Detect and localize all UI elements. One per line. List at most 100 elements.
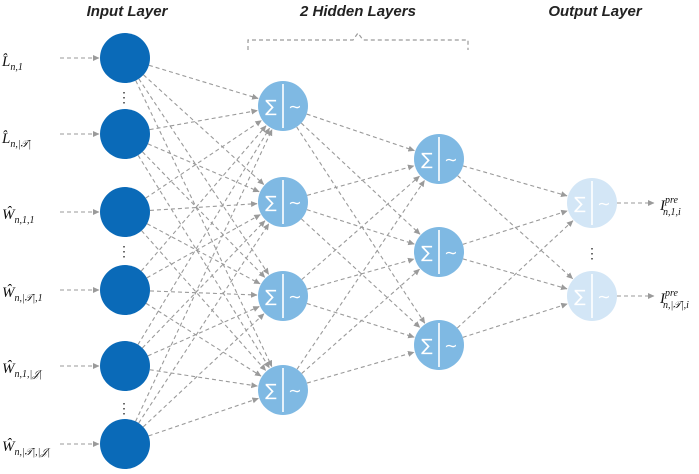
input-node-5	[100, 341, 150, 391]
edge-21	[135, 129, 273, 422]
edge-3	[138, 78, 270, 275]
edge-2	[143, 74, 265, 185]
edge-35	[301, 268, 420, 374]
input-node-6	[100, 419, 150, 469]
edge-19	[147, 306, 260, 357]
input-node-1-circle	[100, 33, 150, 83]
edge-18	[141, 220, 266, 349]
input-node-4-circle	[100, 265, 150, 315]
edge-6	[147, 143, 260, 193]
input-node-2	[100, 109, 150, 159]
input-label-4: Ŵn,|𝒯|,1	[2, 284, 43, 304]
edge-8	[137, 154, 270, 369]
edge-30	[301, 218, 421, 328]
edge-7	[142, 151, 266, 278]
edge-37	[462, 165, 568, 198]
output-node-2-sum-symbol: ∑	[574, 287, 586, 307]
hidden2-node-2: ∑∼	[414, 227, 464, 277]
edge-36	[306, 350, 415, 384]
edge-14	[146, 214, 261, 279]
edge-32	[306, 257, 415, 290]
input-ellipsis-2: ⋮	[117, 244, 131, 260]
hidden2-node-1: ∑∼	[414, 134, 464, 184]
edge-5	[149, 108, 258, 131]
output-node-1-sum-symbol: ∑	[574, 194, 586, 214]
edge-16	[145, 302, 262, 377]
hidden2-node-1-activation-symbol: ∼	[444, 150, 457, 169]
connection-edges	[60, 55, 655, 447]
output-node-2-activation-symbol: ∼	[597, 287, 610, 306]
hidden1-node-1-sum-symbol: ∑	[265, 97, 277, 117]
edge-24	[148, 397, 259, 437]
edge-12	[141, 230, 267, 371]
hidden-layers-brace	[247, 31, 469, 50]
hidden1-node-4: ∑∼	[258, 365, 308, 415]
input-node-5-circle	[100, 341, 150, 391]
edge-13	[140, 125, 267, 272]
hidden1-node-3-activation-symbol: ∼	[288, 287, 301, 306]
edge-41	[456, 220, 574, 329]
edge-1	[148, 64, 259, 100]
edge-4	[135, 80, 273, 367]
output-node-2: ∑∼	[567, 271, 617, 321]
edge-29	[306, 209, 415, 246]
hidden2-node-2-sum-symbol: ∑	[421, 243, 433, 263]
hidden2-node-3-activation-symbol: ∼	[444, 336, 457, 355]
edge-20	[149, 369, 258, 389]
hidden1-node-4-activation-symbol: ∼	[288, 381, 301, 400]
hidden1-node-3-sum-symbol: ∑	[265, 287, 277, 307]
input-node-2-circle	[100, 109, 150, 159]
hidden1-node-1-activation-symbol: ∼	[288, 97, 301, 116]
hidden1-node-3: ∑∼	[258, 271, 308, 321]
input-layer-title: Input Layer	[87, 3, 169, 20]
input-label-3: Ŵn,1,1	[2, 206, 35, 226]
output-ellipsis: ⋮	[585, 246, 599, 262]
input-label-6: Ŵn,|𝒯|,|𝒥|	[2, 438, 51, 458]
hidden2-node-1-sum-symbol: ∑	[421, 150, 433, 170]
hidden-layers-title: 2 Hidden Layers	[299, 3, 416, 20]
hidden2-node-2-activation-symbol: ∼	[444, 243, 457, 262]
hidden1-node-1: ∑∼	[258, 81, 308, 131]
edge-23	[142, 313, 265, 428]
input-node-1	[100, 33, 150, 83]
edge-25	[306, 113, 415, 152]
input-node-4	[100, 265, 150, 315]
edge-31	[301, 175, 420, 280]
input-label-5: Ŵn,1,|𝒥|	[2, 360, 43, 380]
input-label-1: L̂n,1	[1, 54, 23, 73]
edge-22	[138, 223, 270, 424]
input-node-3	[100, 187, 150, 237]
output-node-1-activation-symbol: ∼	[597, 194, 610, 213]
input-label-2: L̂n,|𝒯|	[1, 131, 32, 150]
edge-17	[137, 127, 270, 345]
hidden1-node-2-activation-symbol: ∼	[288, 193, 301, 212]
edge-10	[149, 201, 258, 211]
output-layer-title: Output Layer	[548, 3, 643, 20]
edge-15	[149, 290, 258, 298]
hidden2-node-3: ∑∼	[414, 320, 464, 370]
edge-42	[462, 302, 568, 338]
hidden2-node-3-sum-symbol: ∑	[421, 336, 433, 356]
input-node-3-circle	[100, 187, 150, 237]
input-ellipsis-3: ⋮	[117, 401, 131, 417]
edge-33	[306, 302, 415, 339]
edge-27	[296, 126, 426, 324]
edge-39	[462, 209, 568, 245]
input-node-6-circle	[100, 419, 150, 469]
hidden1-node-2: ∑∼	[258, 177, 308, 227]
edge-38	[457, 175, 574, 280]
edge-34	[296, 180, 425, 370]
edge-9	[145, 120, 262, 199]
output-node-1: ∑∼	[567, 178, 617, 228]
edge-28	[306, 164, 415, 196]
hidden1-node-2-sum-symbol: ∑	[265, 193, 277, 213]
neurons: ∑∼∑∼∑∼∑∼∑∼∑∼∑∼∑∼∑∼	[100, 33, 617, 469]
input-ellipsis-1: ⋮	[117, 90, 131, 106]
hidden1-node-4-sum-symbol: ∑	[265, 381, 277, 401]
edge-26	[300, 122, 421, 235]
io-labels: L̂n,1 L̂n,|𝒯| Ŵn,1,1 Ŵn,|𝒯|,1 Ŵn,1,|𝒥…	[1, 54, 689, 458]
